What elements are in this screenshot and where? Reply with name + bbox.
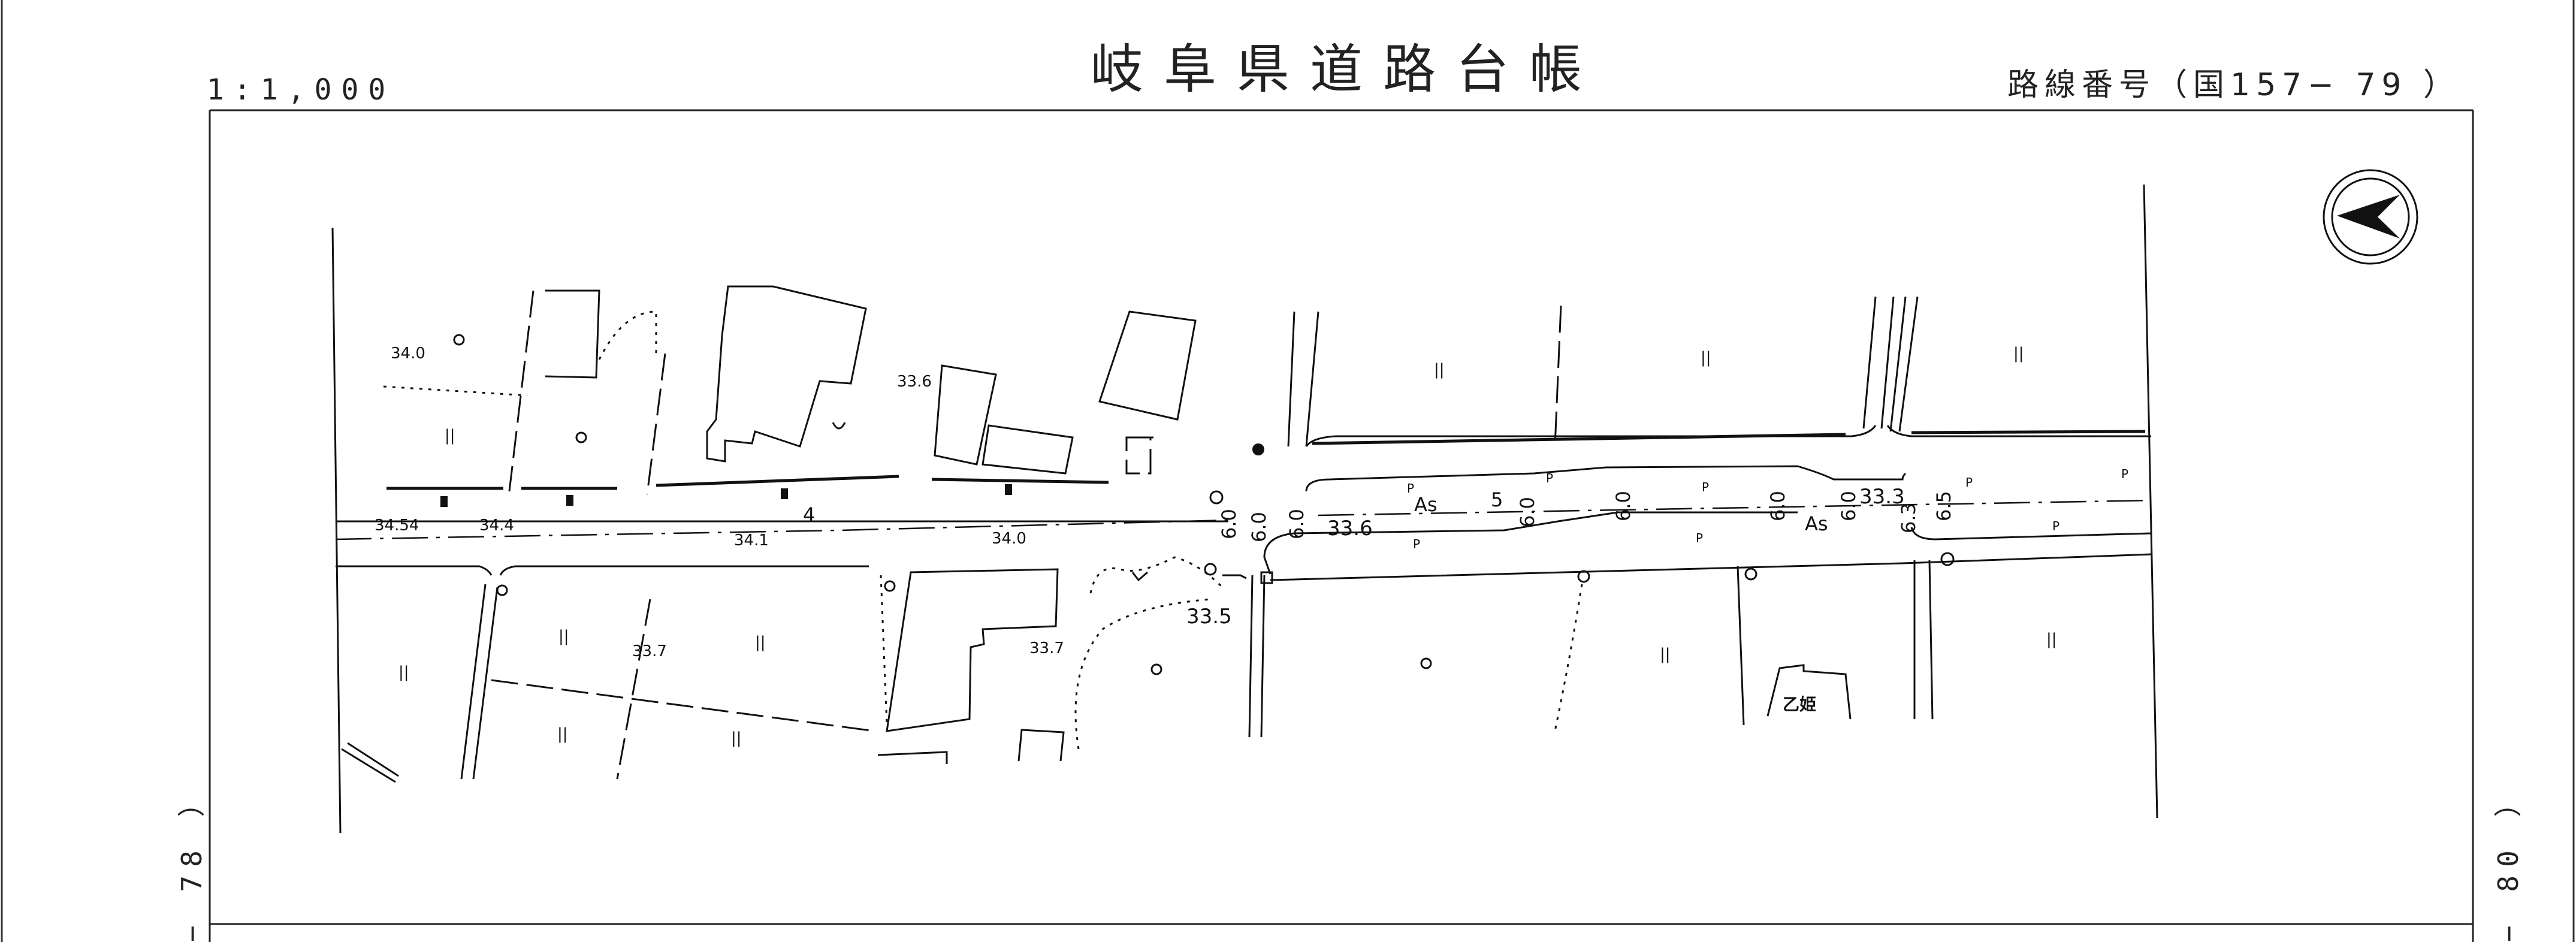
road-edges: [336, 425, 2152, 581]
surface-label: As: [1414, 493, 1438, 516]
pole-mark: P: [1413, 537, 1420, 551]
surface-label: As: [1805, 512, 1828, 535]
road-width-label: 6.3: [1897, 503, 1920, 533]
dotted-boundaries: [383, 310, 1583, 750]
elevation-label: 34.0: [391, 345, 425, 363]
road-width-label: 6.5: [1932, 491, 1955, 521]
parcel-mark: ||: [755, 633, 766, 651]
pole-mark: P: [1407, 481, 1414, 496]
elevation-label: 33.5: [1186, 605, 1232, 629]
parcel-mark: ||: [1660, 645, 1671, 663]
parcel-mark: ||: [731, 729, 742, 747]
drawing-area-boundaries: [331, 184, 2158, 834]
scale-label: 1:1,000: [207, 73, 395, 107]
elevation-labels: 34.0 33.6 34.54 34.4 34.1 34.0 33.7 33.7…: [375, 345, 1905, 660]
road-width-labels: 6.0 6.0 6.0 6.0 6.0 6.0 6.0 6.3 6.5: [1218, 491, 1955, 542]
parcel-mark: ||: [557, 725, 568, 743]
place-name-label: 乙姫: [1783, 695, 1816, 714]
road-width-label: 6.0: [1612, 491, 1635, 521]
pole-mark: P: [1702, 480, 1709, 494]
north-arrow-icon: [2323, 169, 2418, 265]
road-width-label: 6.0: [1285, 509, 1308, 539]
elevation-label: 33.6: [897, 373, 932, 391]
pole-mark: P: [1546, 471, 1553, 485]
parcel-mark: ||: [2046, 630, 2057, 648]
curb-lines: [386, 430, 2146, 490]
road-width-label: 6.0: [1837, 491, 1860, 521]
parcel-mark: ||: [398, 663, 409, 681]
road-width-label: 6.0: [1766, 491, 1789, 521]
parcel-mark: ||: [558, 627, 569, 645]
sheet-title: 岐阜県道路台帳: [1091, 38, 1603, 100]
parcel-marks: || || || || || || || || || || ||: [398, 345, 2057, 747]
map-frame: [209, 109, 2474, 942]
elevation-label: 33.7: [632, 642, 667, 660]
parcel-mark: ||: [1434, 361, 1445, 379]
parcel-mark: ||: [2013, 345, 2024, 363]
solid-markers: [440, 443, 1264, 507]
parcel-mark: ||: [1701, 349, 1711, 367]
buildings: [545, 285, 1852, 764]
pole-mark: P: [2121, 467, 2128, 481]
parcel-mark: ||: [445, 427, 455, 445]
pole-mark: P: [1965, 475, 1973, 490]
road-width-label: 6.0: [1248, 512, 1270, 542]
elevation-label: 34.4: [479, 517, 514, 535]
road-width-label: 6.0: [1516, 497, 1539, 527]
elevation-label: 33.3: [1859, 485, 1905, 509]
elevation-label: 34.0: [992, 530, 1026, 548]
side-roads: [341, 296, 1934, 783]
route-number: 路線番号（国157− 79 ）: [2007, 67, 2461, 103]
road-width-label: 6.0: [1218, 509, 1240, 539]
elevation-label: 33.6: [1327, 517, 1373, 541]
pole-marks: P P P P P P P P: [1407, 467, 2128, 551]
lane-label: 4: [803, 503, 815, 526]
pole-mark: P: [2052, 519, 2059, 533]
elevation-label: 33.7: [1029, 639, 1064, 657]
elevation-label: 34.1: [734, 532, 769, 550]
pole-mark: P: [1696, 531, 1703, 545]
road-centerline: [335, 499, 2152, 541]
elevation-label: 34.54: [375, 517, 419, 535]
point-symbols: [453, 334, 1955, 675]
surface-labels: As As 4 5 乙姫: [803, 488, 1828, 714]
lane-label: 5: [1491, 488, 1503, 511]
parcel-lines: [491, 290, 1562, 780]
